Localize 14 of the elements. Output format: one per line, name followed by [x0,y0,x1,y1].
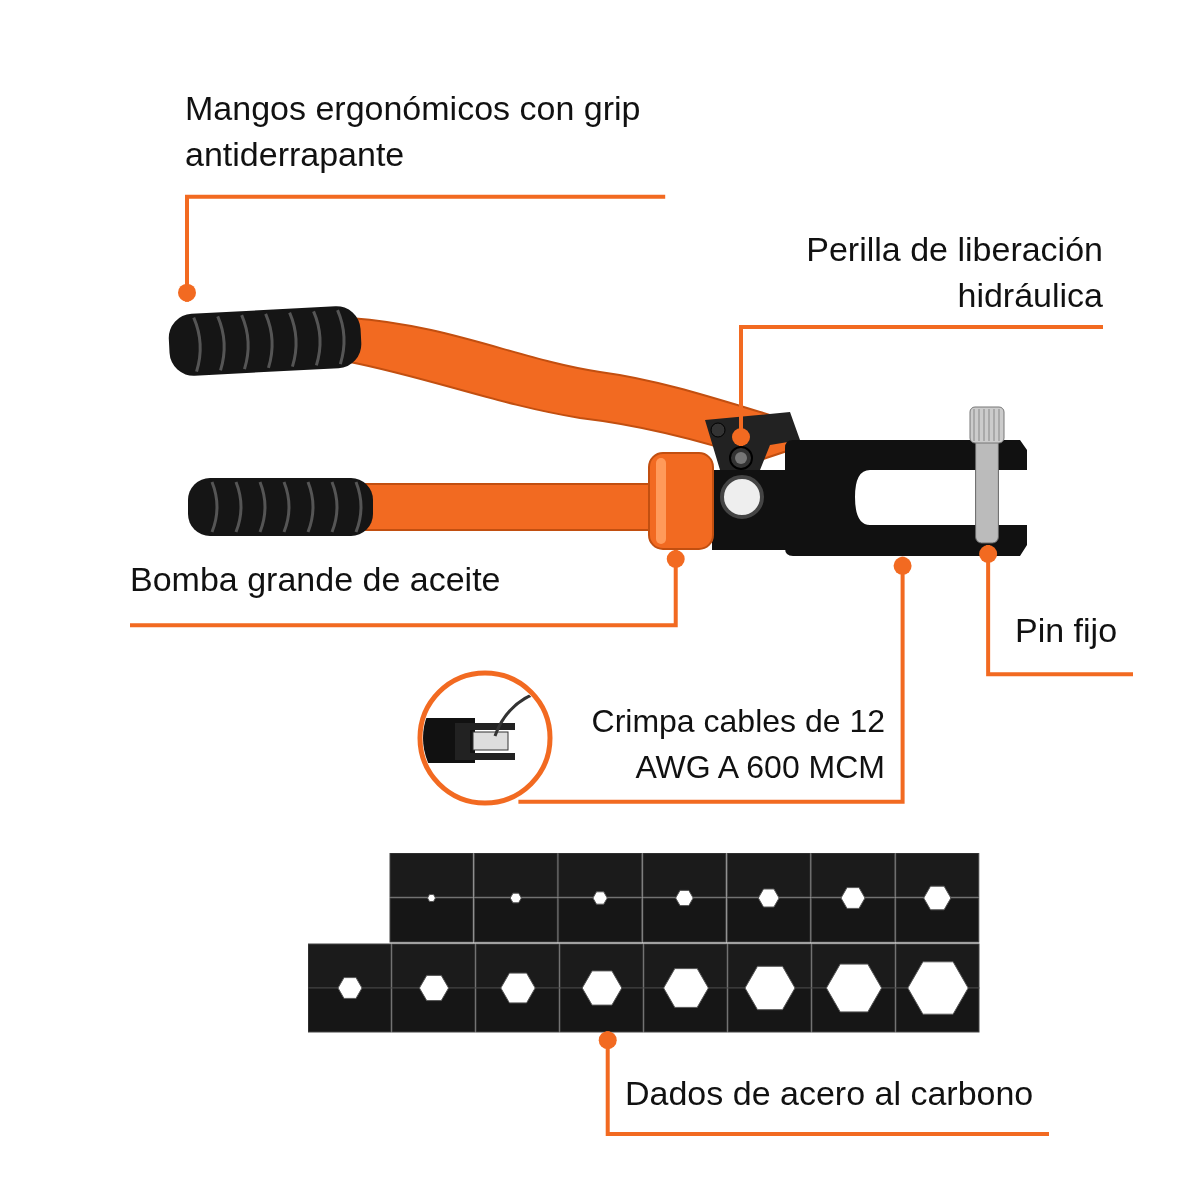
leader-line [732,325,1103,446]
crimping-jaw [785,440,1030,558]
callout-text: Dados de acero al carbono [625,1070,1049,1136]
callout-text: Perilla de liberación hidráulica [690,226,1103,328]
crimping-dies-set [308,853,980,1033]
callout-text: Crimpa cables de 12 AWG A 600 MCM [590,702,885,787]
leader-line [598,1031,625,1136]
leader-line [178,194,666,302]
callout-text: Bomba grande de aceite [130,556,676,626]
callout-text: Pin fijo [1015,607,1133,675]
leader-line [518,556,912,804]
leader-line [979,545,1133,677]
callout-text: Mangos ergonómicos con grip antiderrapante [185,85,675,198]
oil-pump-cylinder [648,452,714,550]
